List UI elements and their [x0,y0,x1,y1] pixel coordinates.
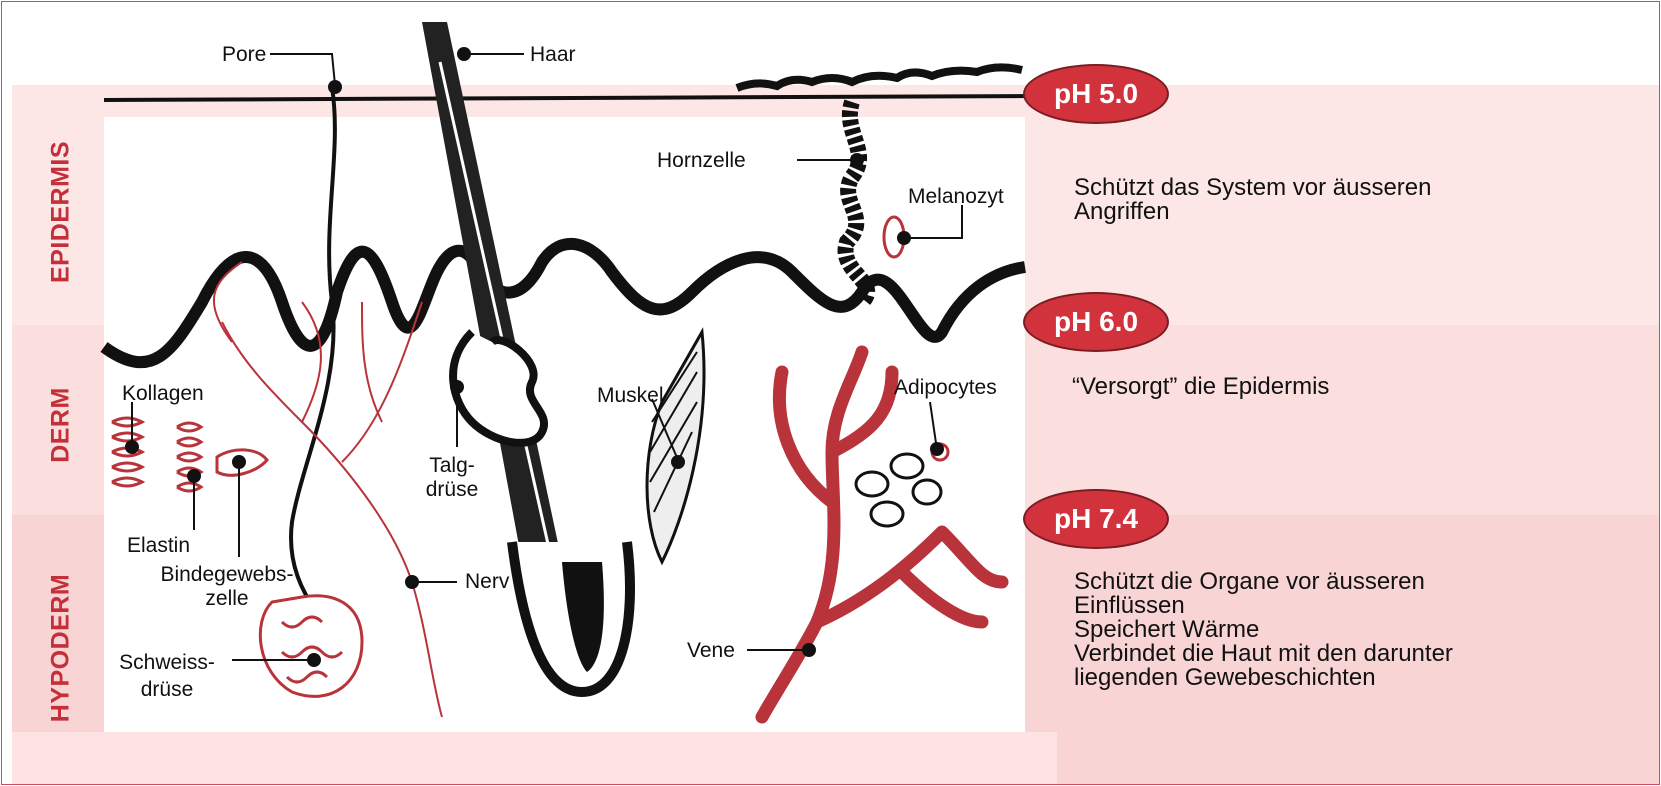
ph-badge-top: pH 5.0 [1023,64,1169,124]
description-hypoderm-line-1: Schützt die Organe vor äusseren [1074,570,1453,594]
dermo-epidermal-junction [104,244,1025,362]
label-talgdruese: Talg- drüse [417,454,487,502]
label-muskel: Muskel [597,384,664,408]
label-bindegewebszelle: Bindegewebs- zelle [142,563,312,611]
description-epidermis: Schützt das System vor äusseren Angriffe… [1074,176,1432,224]
description-hypoderm-line-2: Einflüssen [1074,594,1453,618]
description-derm: “Versorgt” die Epidermis [1072,375,1329,399]
label-melanozyt: Melanozyt [908,185,1004,209]
label-bindegewebszelle-line-1: Bindegewebs- [142,563,312,587]
label-schweissdruese-line-2: drüse [107,676,227,703]
label-hornzelle: Hornzelle [657,149,746,173]
collagen-fibers [112,418,142,486]
label-haar: Haar [530,43,576,67]
sebaceous-gland [453,332,544,443]
skin-surface-line [104,96,1032,100]
arrector-muscle [647,332,704,562]
label-pore: Pore [222,43,266,67]
horn-cell-column [846,102,868,302]
label-schweissdruese-line-1: Schweiss- [107,649,227,676]
description-epidermis-line-2: Angriffen [1074,200,1432,224]
description-hypoderm-line-3: Speichert Wärme [1074,618,1453,642]
label-nerv: Nerv [465,570,509,594]
description-epidermis-line-1: Schützt das System vor äusseren [1074,176,1432,200]
adipocyte-cells [856,454,941,526]
label-talgdruese-line-2: drüse [417,478,487,502]
label-talgdruese-line-1: Talg- [417,454,487,478]
ph-badge-bottom: pH 7.4 [1023,489,1169,549]
ph-badge-middle: pH 6.0 [1023,292,1169,352]
description-hypoderm-line-4: Verbindet die Haut mit den darunter [1074,642,1453,666]
description-hypoderm: Schützt die Organe vor äusseren Einflüss… [1074,570,1453,690]
description-hypoderm-line-5: liegenden Gewebeschichten [1074,666,1453,690]
vein [762,352,1002,717]
label-bindegewebszelle-line-2: zelle [142,587,312,611]
label-adipocytes: Adipocytes [894,376,997,400]
stratum-corneum-flakes [737,67,1022,88]
label-elastin: Elastin [127,534,190,558]
label-kollagen: Kollagen [122,382,204,406]
label-vene: Vene [687,639,735,663]
label-schweissdruese: Schweiss- drüse [107,649,227,703]
